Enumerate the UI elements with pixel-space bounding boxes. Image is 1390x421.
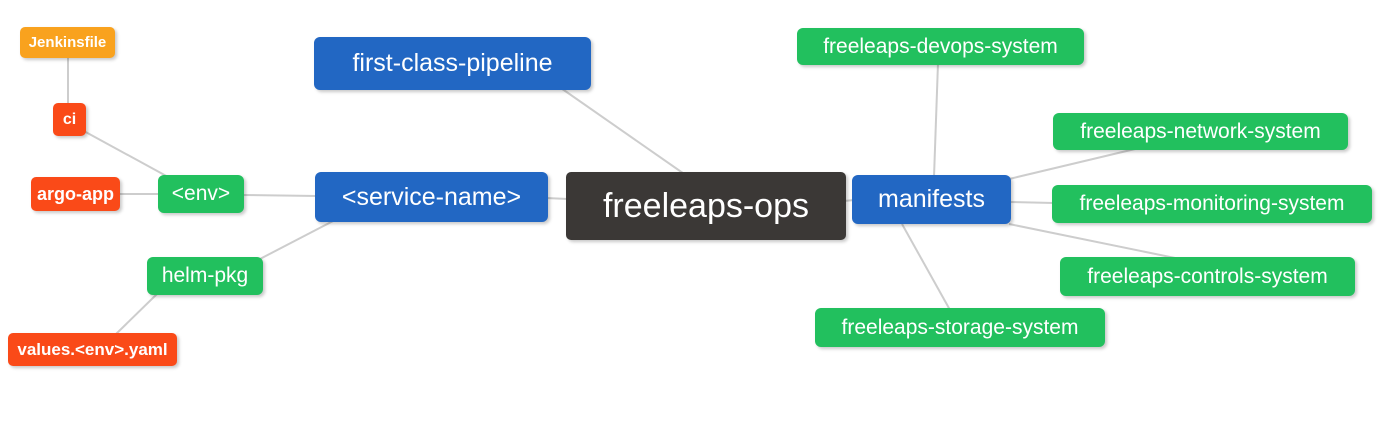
node-first-class-pipeline[interactable]: first-class-pipeline	[314, 37, 591, 90]
edge-helm-pkg-values	[114, 292, 159, 336]
edge-service-name-ops	[545, 197, 569, 200]
node-freeleaps-devops-system[interactable]: freeleaps-devops-system	[797, 28, 1084, 65]
edge-ci-env	[81, 129, 171, 179]
node-freeleaps-ops-root[interactable]: freeleaps-ops	[566, 172, 846, 240]
node-freeleaps-controls-system[interactable]: freeleaps-controls-system	[1060, 257, 1355, 296]
node-freeleaps-network-system[interactable]: freeleaps-network-system	[1053, 113, 1348, 150]
edge-manifests-devops	[933, 62, 939, 178]
edge-manifests-network	[1008, 148, 1136, 180]
edge-manifests-controls	[1008, 223, 1181, 260]
node-manifests[interactable]: manifests	[852, 175, 1011, 224]
node-helm-pkg[interactable]: helm-pkg	[147, 257, 263, 295]
edge-service-name-helm-pkg	[257, 219, 336, 261]
node-ci[interactable]: ci	[53, 103, 86, 136]
edge-pipeline-freeleaps-ops	[557, 85, 691, 179]
node-argo-app[interactable]: argo-app	[31, 177, 120, 211]
node-freeleaps-monitoring-system[interactable]: freeleaps-monitoring-system	[1052, 185, 1372, 223]
node-env[interactable]: <env>	[158, 175, 244, 213]
node-service-name[interactable]: <service-name>	[315, 172, 548, 222]
node-freeleaps-storage-system[interactable]: freeleaps-storage-system	[815, 308, 1105, 347]
node-values-env-yaml[interactable]: values.<env>.yaml	[8, 333, 177, 366]
edge-manifests-storage	[901, 223, 951, 311]
node-jenkinsfile[interactable]: Jenkinsfile	[20, 27, 115, 58]
edge-env-service-name	[240, 194, 318, 197]
edge-manifests-monitoring	[1008, 201, 1055, 204]
